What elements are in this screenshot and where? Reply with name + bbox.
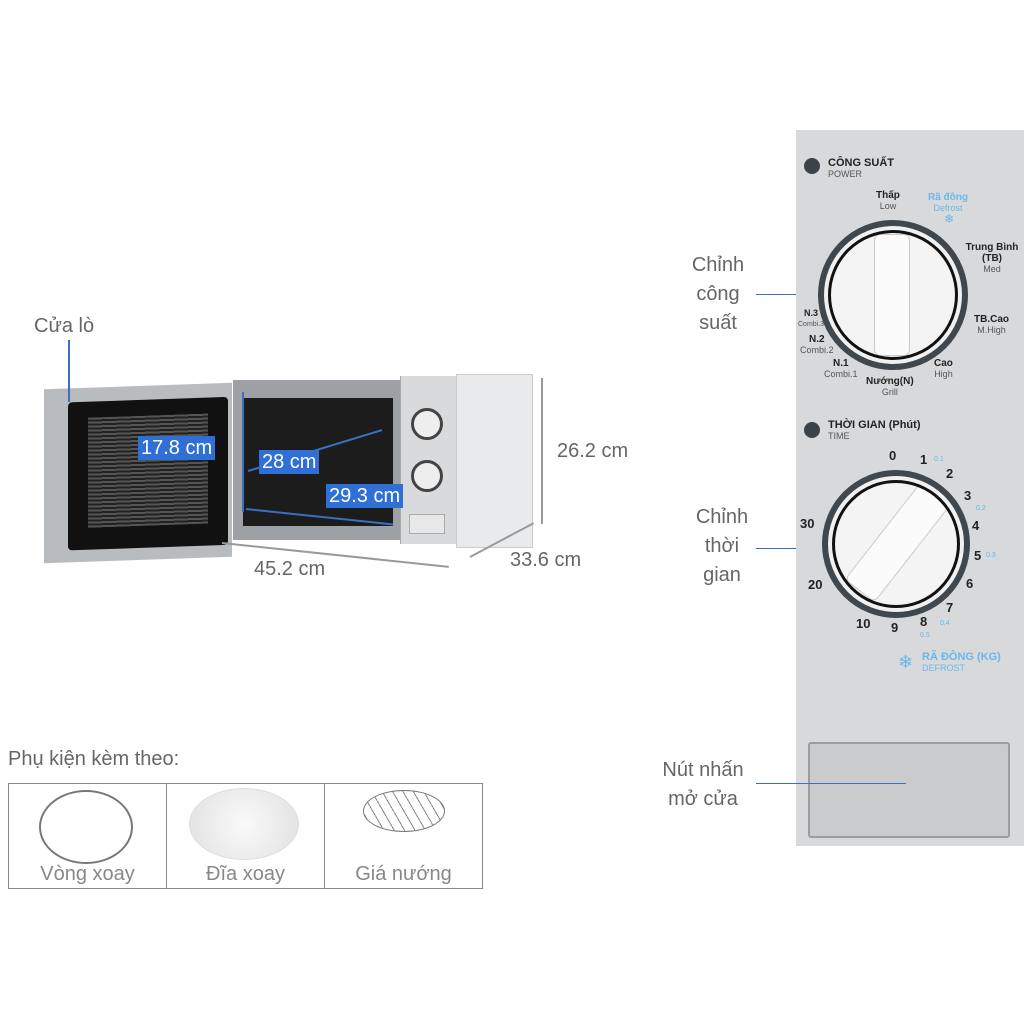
inner-height-arrow (242, 392, 244, 512)
timer-knob[interactable] (822, 470, 970, 618)
defrost-mark: 0.1 (934, 456, 944, 463)
height-value: 26.2 cm (557, 440, 629, 462)
label-line: Nút nhấn (662, 759, 744, 781)
accessory-caption: Giá nướng (355, 863, 452, 885)
timer-mark: 9 (891, 620, 899, 635)
defrost-mark: 0.5 (920, 632, 930, 639)
timer-mark: 2 (946, 466, 954, 481)
accessory-ring: Vòng xoay (8, 783, 167, 889)
defrost-mark: 0.3 (986, 552, 996, 559)
door-label: Cửa lò (34, 315, 95, 337)
microwave-side (456, 374, 533, 548)
accessory-caption: Đĩa xoay (206, 863, 285, 885)
width-value: 45.2 cm (254, 558, 326, 580)
power-grill: Nướng(N)Grill (866, 376, 914, 397)
inner-height-tag: 17.8 cm (138, 436, 216, 460)
inner-width-tag: 29.3 cm (326, 484, 404, 508)
door-button-pointer (756, 783, 906, 784)
timer-mark: 20 (808, 577, 823, 592)
timer-mark: 3 (964, 488, 972, 503)
label-line: suất (699, 312, 737, 334)
defrost-title: RÃ ĐÔNG (KG)DEFROST (922, 651, 1001, 674)
timer-mark: 8 (920, 614, 928, 629)
glass-plate-icon (189, 788, 299, 860)
timer-mark: 30 (800, 516, 815, 531)
microwave-door (44, 382, 232, 564)
snowflake-icon: ❄ (898, 652, 914, 672)
door-pointer (68, 340, 70, 402)
label-line: Chỉnh (691, 254, 745, 276)
timer-mark: 6 (966, 576, 974, 591)
timer-mark: 0 (889, 448, 897, 463)
timer-mark: 1 (920, 452, 928, 467)
timer-mark: 5 (974, 548, 982, 563)
label-line: gian (703, 564, 741, 586)
accessory-rack: Giá nướng (324, 783, 483, 889)
accessory-plate: Đĩa xoay (166, 783, 325, 889)
timer-knob-label: Chỉnh thời gian (684, 503, 760, 590)
timer-mark: 10 (856, 616, 871, 631)
snowflake-icon: ❄ (944, 212, 955, 226)
label-line: mở cửa (668, 788, 738, 810)
defrost-mark: 0.4 (940, 620, 950, 627)
power-knob-label: Chỉnh công suất (680, 251, 756, 338)
grill-rack-icon (363, 790, 445, 832)
label-line: thời (704, 535, 740, 557)
accessory-caption: Vòng xoay (40, 863, 135, 885)
inner-depth-tag: 28 cm (259, 450, 320, 474)
power-icon (804, 158, 820, 174)
timer-mark: 4 (972, 518, 980, 533)
height-arrow (541, 378, 543, 524)
microwave-control-panel (400, 376, 457, 544)
power-med: Trung Bình (TB)Med (965, 242, 1019, 274)
label-line: công (696, 283, 740, 305)
defrost-mark: 0.2 (976, 505, 986, 512)
clock-icon (804, 422, 820, 438)
door-button-label: Nút nhấn mở cửa (648, 756, 758, 814)
accessories-title: Phụ kiện kèm theo: (8, 748, 180, 770)
depth-value: 33.6 cm (510, 549, 582, 571)
power-knob[interactable] (818, 220, 968, 370)
door-open-button[interactable] (808, 742, 1010, 838)
roller-ring-icon (39, 790, 133, 864)
label-line: Chỉnh (695, 506, 749, 528)
timer-title: THỜI GIAN (Phút)TIME (828, 419, 921, 442)
timer-mark: 7 (946, 600, 954, 615)
